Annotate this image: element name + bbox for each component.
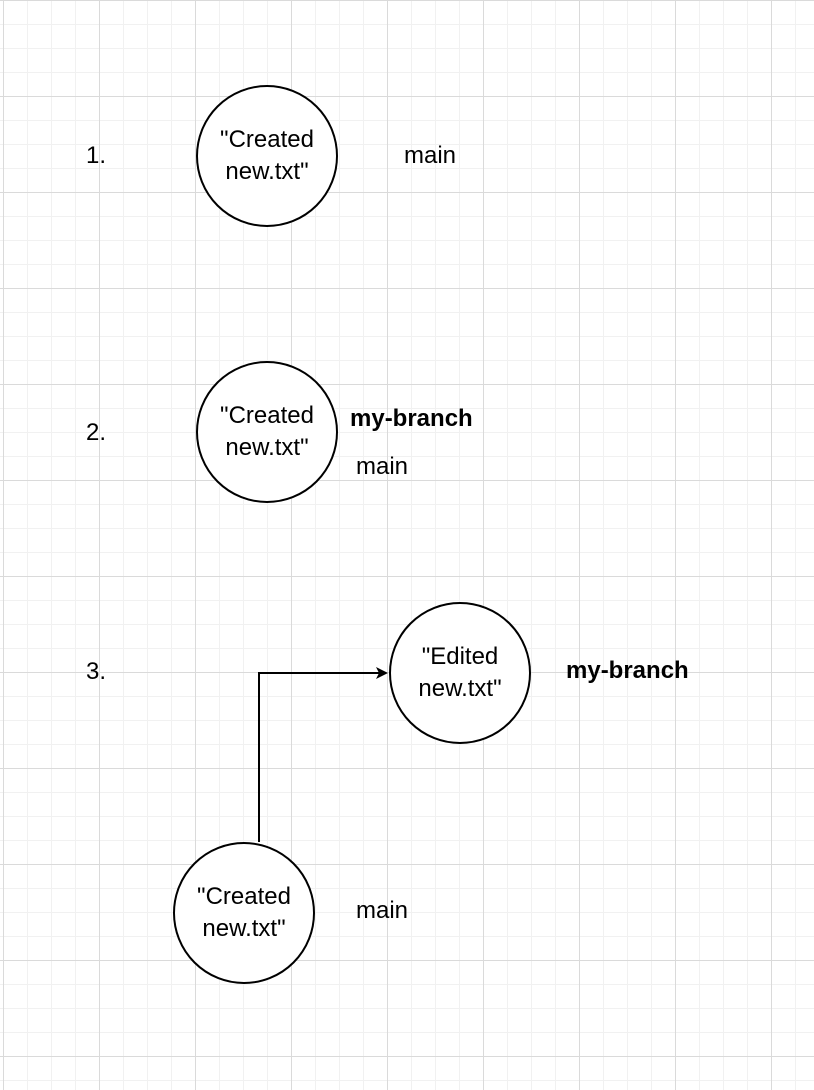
commit-node-text-line1: "Created bbox=[197, 883, 291, 910]
commit-node-text-line1: "Created bbox=[220, 126, 314, 153]
commit-node-created: "Created new.txt" bbox=[196, 85, 338, 227]
commit-node-text-line1: "Edited bbox=[421, 643, 499, 670]
ref-label-main: main bbox=[356, 897, 409, 924]
step-number-1: 1. bbox=[86, 142, 107, 169]
commit-node-text-line1: "Created bbox=[220, 402, 314, 429]
step-number-2: 2. bbox=[86, 419, 107, 446]
commit-node-created: "Created new.txt" bbox=[173, 842, 315, 984]
step-number-3: 3. bbox=[86, 658, 107, 685]
commit-node-created: "Created new.txt" bbox=[196, 361, 338, 503]
commit-node-text-line2: new.txt" bbox=[225, 158, 309, 185]
commit-node-edited: "Edited new.txt" bbox=[389, 602, 531, 744]
commit-node-text-line2: new.txt" bbox=[418, 675, 502, 702]
commit-node-text-line2: new.txt" bbox=[202, 915, 286, 942]
ref-label-main: main bbox=[356, 453, 409, 480]
ref-label-my-branch: my-branch bbox=[350, 405, 473, 432]
commit-edge-arrow bbox=[258, 667, 388, 842]
ref-label-main: main bbox=[404, 142, 457, 169]
commit-node-text-line2: new.txt" bbox=[225, 434, 309, 461]
ref-label-my-branch: my-branch bbox=[566, 657, 689, 684]
